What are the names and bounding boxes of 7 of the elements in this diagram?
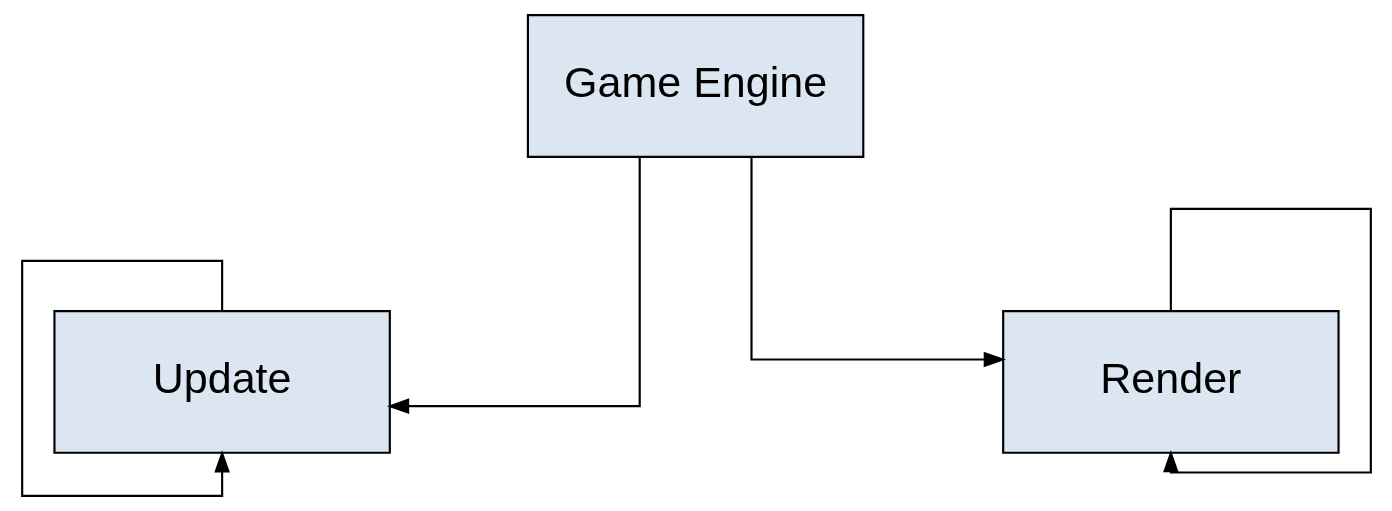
node-box: Game Engine bbox=[526, 14, 864, 158]
arrow bbox=[20, 259, 230, 497]
arrow bbox=[386, 157, 641, 414]
arrow bbox=[1162, 207, 1372, 474]
node-box: Update bbox=[52, 310, 391, 454]
node-box: Render bbox=[1001, 310, 1340, 454]
arrow bbox=[749, 157, 1006, 368]
